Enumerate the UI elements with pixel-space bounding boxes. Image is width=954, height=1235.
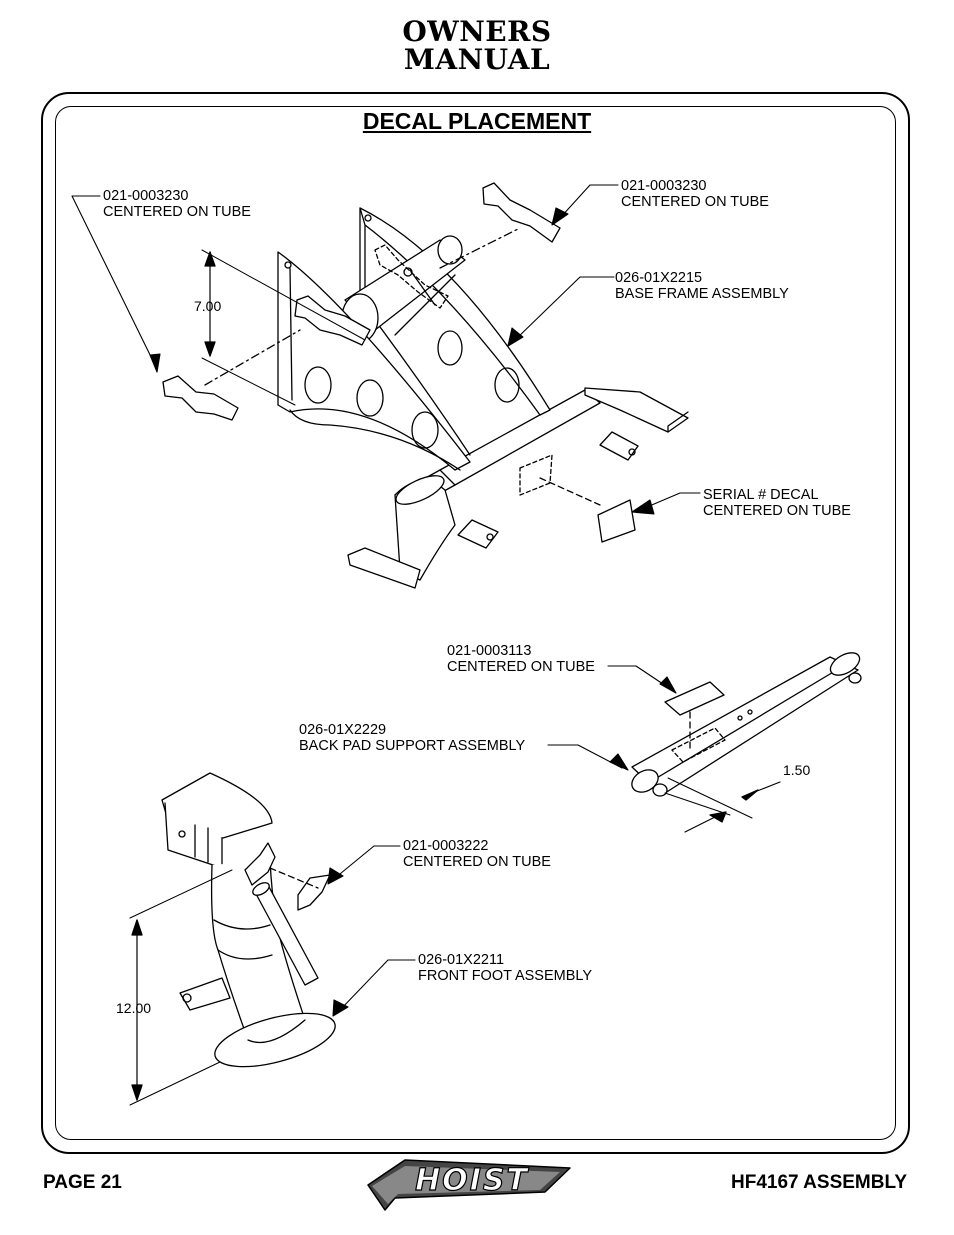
callout-back-decal-note: CENTERED ON TUBE bbox=[447, 659, 595, 675]
manual-title: OWNERS MANUAL bbox=[0, 18, 954, 74]
callout-back-decal-part: 021-0003113 bbox=[447, 643, 532, 659]
back-pad-leaders bbox=[547, 665, 677, 771]
page-number: PAGE 21 bbox=[43, 1172, 122, 1193]
manual-title-line1: OWNERS bbox=[402, 15, 552, 48]
callout-serial-part: SERIAL # DECAL bbox=[703, 487, 819, 503]
callout-front-decal-part: 021-0003222 bbox=[403, 838, 489, 854]
page-frame-inner bbox=[55, 106, 896, 1140]
hoist-logo: HOIST bbox=[414, 1162, 529, 1198]
callout-back-pad-part: 026-01X2229 bbox=[299, 722, 387, 738]
callout-serial-decal: SERIAL # DECAL CENTERED ON TUBE bbox=[703, 487, 851, 519]
hoist-logo-shape bbox=[367, 1159, 571, 1211]
callout-front-foot: 026-01X2211 FRONT FOOT ASSEMBLY bbox=[418, 952, 592, 984]
base-frame-drawing bbox=[162, 182, 689, 589]
callout-base-frame-note: BASE FRAME ASSEMBLY bbox=[615, 286, 789, 302]
callout-decal-left-note: CENTERED ON TUBE bbox=[103, 204, 251, 220]
callout-decal-right-note: CENTERED ON TUBE bbox=[621, 194, 769, 210]
callout-base-frame-part: 026-01X2215 bbox=[615, 270, 703, 286]
callout-front-foot-part: 026-01X2211 bbox=[418, 952, 505, 968]
callout-back-decal: 021-0003113 CENTERED ON TUBE bbox=[447, 643, 595, 675]
callout-decal-left: 021-0003230 CENTERED ON TUBE bbox=[103, 188, 251, 220]
callout-decal-left-part: 021-0003230 bbox=[103, 188, 189, 204]
front-foot-drawing bbox=[129, 772, 336, 1106]
document-title: HF4167 ASSEMBLY bbox=[731, 1172, 907, 1193]
dimension-back-offset: 1.50 bbox=[783, 762, 811, 778]
base-frame-leaders bbox=[71, 184, 701, 515]
callout-decal-right-part: 021-0003230 bbox=[621, 178, 707, 194]
callout-back-pad: 026-01X2229 BACK PAD SUPPORT ASSEMBLY bbox=[299, 722, 525, 754]
callout-front-foot-note: FRONT FOOT ASSEMBLY bbox=[418, 968, 593, 984]
manual-title-line2: MANUAL bbox=[403, 43, 551, 76]
callout-serial-note: CENTERED ON TUBE bbox=[703, 503, 851, 519]
section-title: DECAL PLACEMENT bbox=[362, 108, 592, 134]
front-foot-leaders bbox=[327, 845, 416, 1017]
callout-decal-right: 021-0003230 CENTERED ON TUBE bbox=[621, 178, 769, 210]
callout-front-decal-note: CENTERED ON TUBE bbox=[403, 854, 551, 870]
callout-back-pad-note: BACK PAD SUPPORT ASSEMBLY bbox=[299, 738, 526, 754]
dimension-foot-height: 12.00 bbox=[116, 1000, 152, 1016]
back-pad-support-drawing bbox=[631, 652, 862, 833]
page-frame-outer bbox=[41, 92, 910, 1154]
callout-base-frame: 026-01X2215 BASE FRAME ASSEMBLY bbox=[615, 270, 789, 302]
callout-front-decal: 021-0003222 CENTERED ON TUBE bbox=[403, 838, 551, 870]
dimension-base-height: 7.00 bbox=[194, 298, 222, 314]
